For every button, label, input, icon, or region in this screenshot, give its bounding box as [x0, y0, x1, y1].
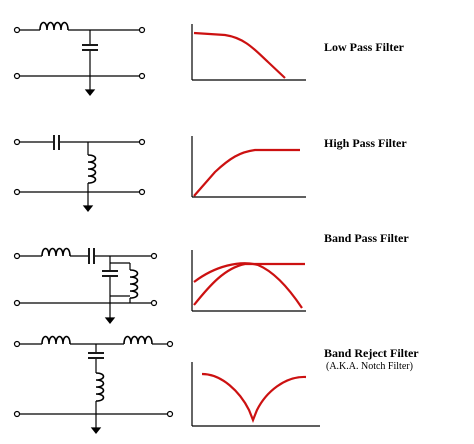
capacitor-icon [53, 135, 60, 150]
terminal-icon [150, 252, 158, 260]
terminal-icon [13, 188, 21, 196]
terminal-icon [138, 26, 146, 34]
terminal-icon [13, 138, 21, 146]
terminal-icon [138, 72, 146, 80]
response-curve [193, 262, 305, 306]
ground-icon [104, 317, 116, 324]
terminal-icon [138, 138, 146, 146]
capacitor-icon [82, 44, 98, 51]
high-pass-schematic [13, 135, 146, 212]
inductor-icon [39, 21, 69, 31]
terminal-icon [13, 72, 21, 80]
capacitor-icon [88, 352, 104, 359]
ground-icon [90, 427, 102, 434]
terminal-icon [13, 252, 21, 260]
terminal-icon [13, 26, 21, 34]
terminal-icon [13, 340, 21, 348]
filter-note-band-reject: (A.K.A. Notch Filter) [326, 361, 413, 372]
terminal-icon [166, 410, 174, 418]
response-curve [193, 262, 303, 309]
filter-label-band-pass: Band Pass Filter [324, 231, 409, 245]
terminal-icon [150, 299, 158, 307]
inductor-icon [95, 372, 105, 402]
inductor-icon [87, 154, 97, 184]
filter-label-high-pass: High Pass Filter [324, 136, 407, 150]
terminal-icon [138, 188, 146, 196]
band-reject-response-graph [191, 362, 320, 427]
filter-label-band-reject: Band Reject Filter [324, 346, 419, 360]
capacitor-icon [102, 270, 118, 277]
ground-icon [84, 89, 96, 96]
band-pass-response-graph [191, 250, 306, 312]
high-pass-response-graph [191, 136, 306, 198]
inductor-icon [129, 269, 139, 299]
inductor-icon [123, 335, 153, 345]
inductor-icon [41, 335, 71, 345]
response-curve [201, 372, 307, 423]
ground-icon [82, 205, 94, 212]
capacitor-icon [88, 248, 95, 264]
inductor-icon [41, 247, 71, 257]
low-pass-response-graph [191, 24, 306, 81]
response-curve [193, 31, 286, 79]
band-pass-schematic [13, 247, 158, 324]
terminal-icon [13, 410, 21, 418]
terminal-icon [13, 299, 21, 307]
low-pass-schematic [13, 21, 146, 96]
filter-label-low-pass: Low Pass Filter [324, 40, 404, 54]
response-curve [193, 148, 300, 197]
terminal-icon [166, 340, 174, 348]
band-reject-schematic [13, 335, 174, 434]
